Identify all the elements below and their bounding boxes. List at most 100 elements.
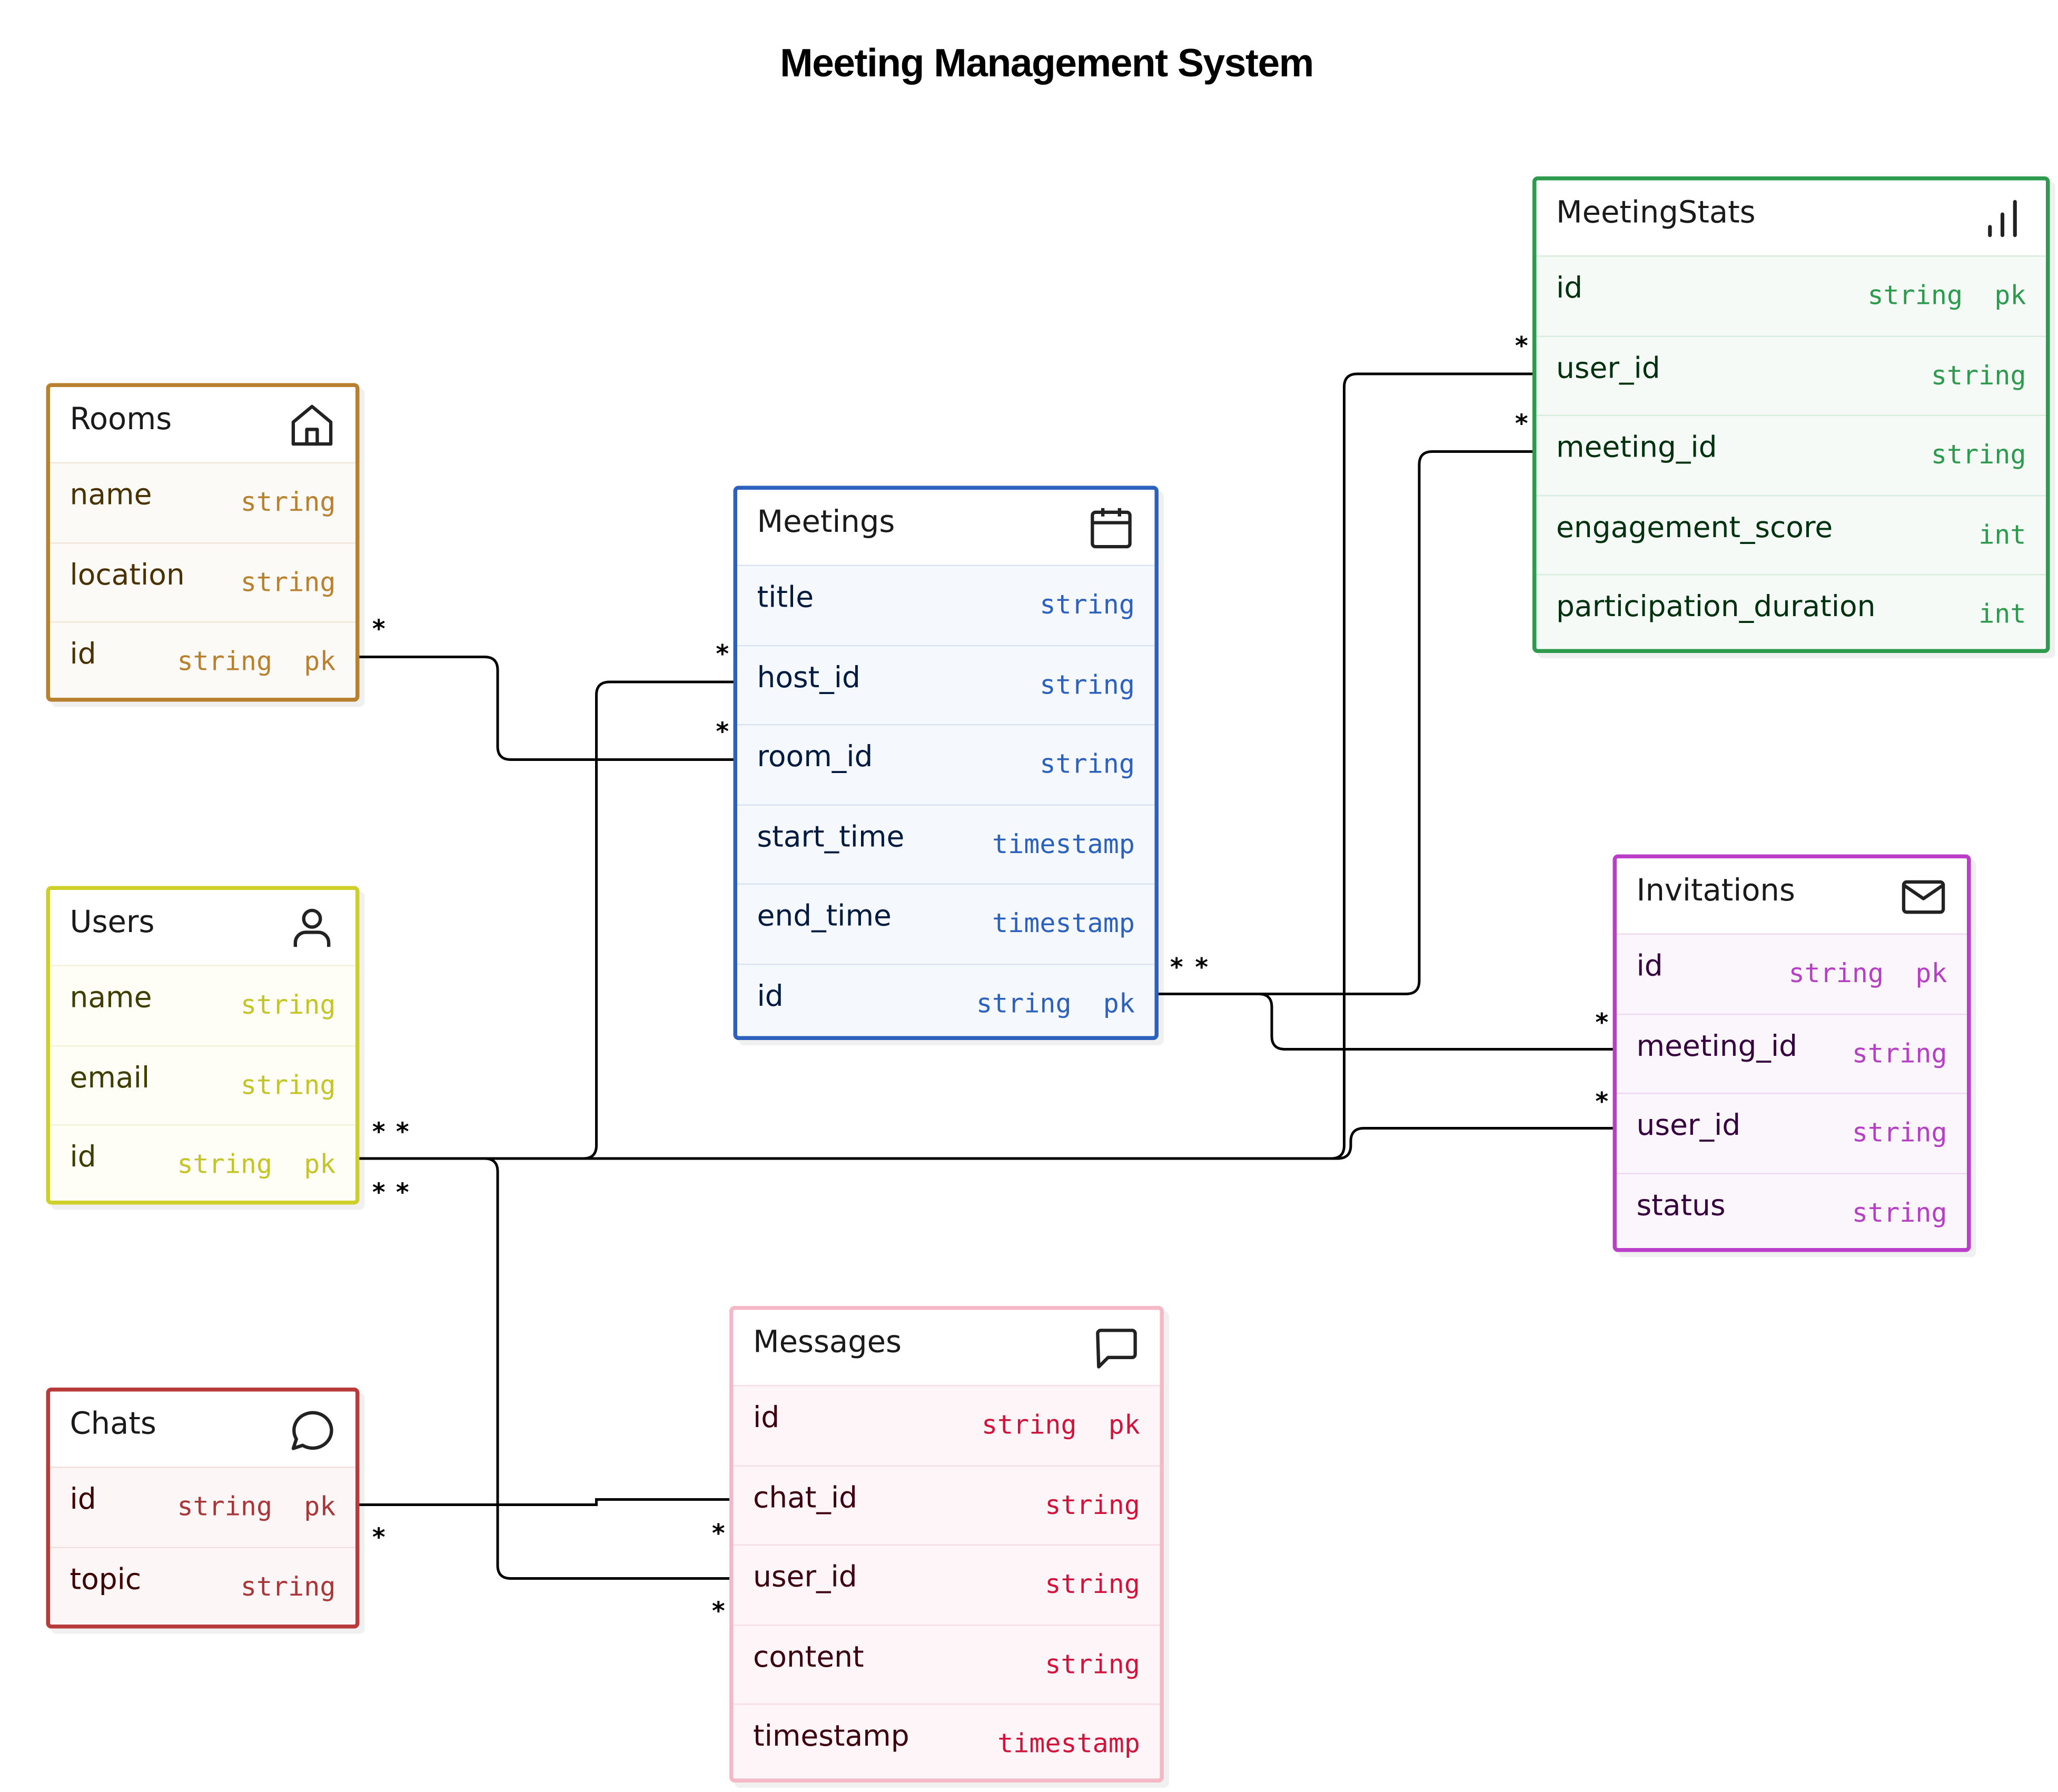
field-row: room_id string [737,726,1155,805]
field-row: id string pk [1617,935,1967,1015]
field-name: timestamp [753,1720,909,1754]
field-name: id [757,980,784,1013]
field-row: user_id string [1536,336,2046,416]
field-name: chat_id [753,1481,858,1515]
edge-chats-messages [349,1498,740,1506]
edge-users-invitations [349,1127,1624,1160]
entity-title: Invitations [1636,874,1795,908]
cardinality-label: * [1594,1087,1610,1116]
cardinality-label: * [371,1523,387,1552]
field-name: content [753,1641,864,1674]
field-name: engagement_score [1556,511,1833,544]
field-name: id [1556,272,1583,306]
edge-meetings-invitations [1149,993,1624,1051]
field-name: name [70,982,152,1015]
field-type: string [1852,1196,1947,1228]
cardinality-label: * [711,1597,726,1626]
field-type: string pk [177,1490,336,1522]
entity-header: Invitations [1617,858,1967,935]
entity-title: Messages [753,1325,902,1360]
field-name: user_id [1556,352,1660,385]
bar-chart-icon [1988,200,2017,237]
field-row: id string pk [50,623,355,698]
edge-meetings-stats [1149,450,1543,995]
field-name: topic [70,1563,142,1597]
user-icon [293,908,331,947]
diagram-title: Meeting Management System [780,42,1314,86]
message-square-icon [1096,1329,1137,1369]
cardinality-label: * [395,1117,410,1147]
entity-header: Meetings [737,490,1155,566]
field-type: string [1040,748,1135,779]
field-type: string pk [1788,957,1947,989]
field-name: title [757,582,814,615]
entity-title: Meetings [757,506,895,540]
cardinality-label: * [371,1117,387,1147]
cardinality-label: * [371,615,387,644]
field-name: room_id [757,741,873,775]
field-type: string [1045,1647,1140,1679]
cardinality-label: * [715,717,730,747]
entity-header: Chats [50,1391,355,1468]
field-type: string pk [1867,279,2026,311]
field-type: string [240,988,336,1021]
cardinality-label: * [711,1519,726,1548]
field-name: id [753,1402,780,1435]
field-row: content string [733,1625,1160,1705]
entity-header: Rooms [50,387,355,463]
field-name: meeting_id [1636,1030,1798,1063]
cardinality-label: * [1514,332,1529,361]
field-name: user_id [753,1561,857,1595]
field-type: string [240,565,336,597]
mail-icon [1902,880,1945,914]
entity-title: MeetingStats [1556,196,1756,231]
field-row: engagement_score int [1536,496,2046,576]
field-type: timestamp [997,1727,1140,1759]
field-row: id string pk [733,1387,1160,1466]
field-type: string [1931,438,2026,470]
field-type: int [1978,518,2026,550]
field-type: string pk [981,1409,1140,1440]
entity-title: Rooms [70,403,172,437]
field-name: name [70,479,152,512]
field-name: id [1636,951,1663,984]
field-type: string [1045,1488,1140,1520]
chat-bubble-icon [291,1411,333,1450]
field-row: topic string [50,1548,355,1625]
field-type: string pk [177,645,336,677]
edge-users-messages [349,1157,740,1580]
home-icon [291,404,333,446]
field-name: email [70,1062,150,1095]
field-name: id [70,638,96,672]
field-type: string [240,1570,336,1602]
field-type: string [1040,668,1135,700]
field-name: end_time [757,900,892,934]
cardinality-label: * [1194,953,1210,982]
field-type: string [1931,359,2026,391]
cardinality-label: * [715,640,730,669]
field-row: id string pk [1536,257,2046,336]
entity-title: Users [70,906,155,940]
field-type: timestamp [992,827,1135,859]
field-type: string [240,1068,336,1100]
